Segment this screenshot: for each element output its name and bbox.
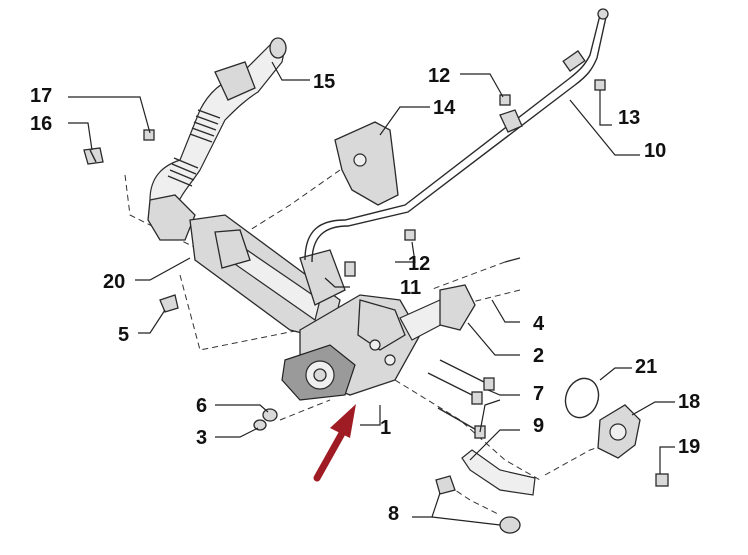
label-12-lower: 12	[408, 253, 430, 275]
label-21: 21	[635, 356, 657, 378]
clip	[435, 475, 521, 534]
label-1: 1	[380, 417, 391, 439]
leader-lines	[68, 61, 675, 526]
label-13: 13	[618, 107, 640, 129]
pipe	[304, 8, 609, 263]
label-18: 18	[678, 391, 700, 413]
label-8: 8	[388, 503, 399, 525]
egr-cooler	[189, 214, 346, 341]
label-4: 4	[533, 313, 545, 335]
label-9: 9	[533, 415, 544, 437]
label-20: 20	[103, 271, 125, 293]
screw	[655, 473, 669, 487]
label-7: 7	[533, 383, 544, 405]
egr-valve	[281, 294, 451, 401]
label-15: 15	[313, 71, 335, 93]
label-16: 16	[30, 113, 52, 135]
label-6: 6	[196, 395, 207, 417]
pointer-arrow-icon	[313, 404, 356, 482]
label-12-upper: 12	[428, 65, 450, 87]
label-5: 5	[118, 324, 129, 346]
label-2: 2	[533, 345, 544, 367]
label-14: 14	[433, 97, 456, 119]
flexible-pipe	[147, 37, 287, 241]
label-17: 17	[30, 85, 52, 107]
label-3: 3	[196, 427, 207, 449]
label-11: 11	[400, 277, 421, 299]
part-labels: 17 16 15 14 12 13 10 12 11 4 2 20 5 6 3 …	[30, 65, 700, 525]
o-ring	[564, 377, 600, 419]
gasket	[334, 121, 399, 206]
label-19: 19	[678, 436, 700, 458]
gasket	[439, 284, 476, 331]
label-10: 10	[644, 140, 666, 162]
